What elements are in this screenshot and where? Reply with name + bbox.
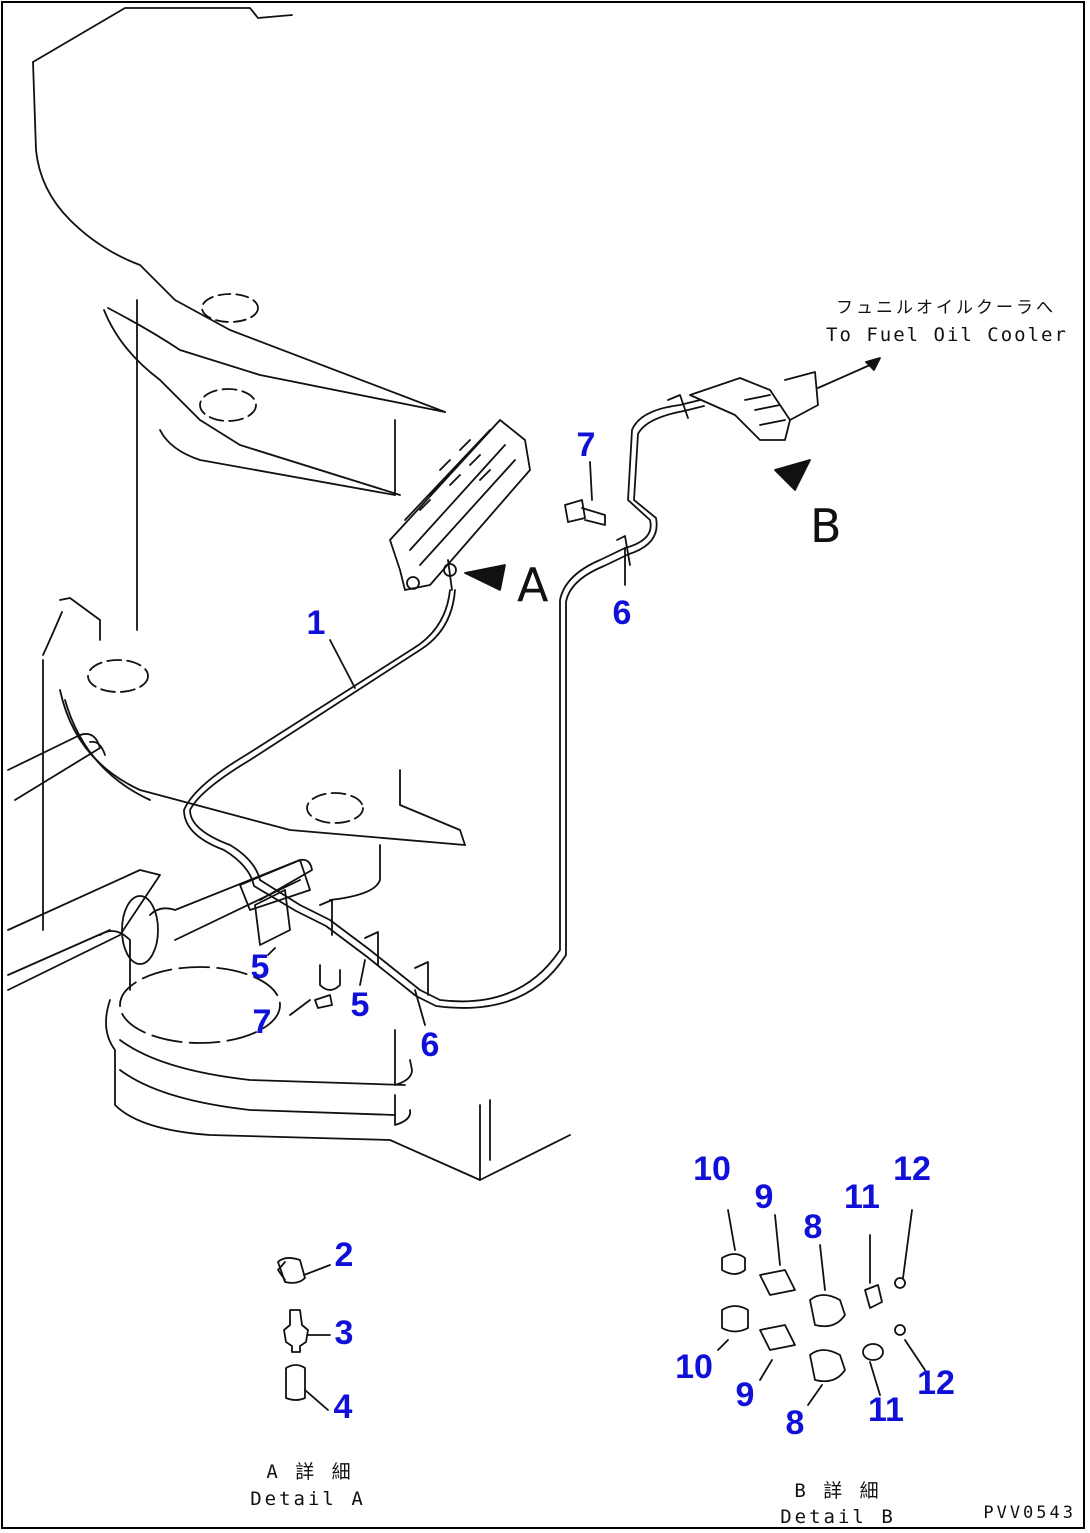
callout-10-bottom: 10 xyxy=(675,1348,713,1386)
callout-2: 2 xyxy=(334,1236,354,1274)
detail-a-caption-jp: A 詳 細 xyxy=(266,1461,354,1483)
detail-a-parts xyxy=(277,1257,331,1411)
callout-7-top: 7 xyxy=(576,426,596,464)
callout-11-top: 11 xyxy=(844,1178,880,1216)
callout-5-left: 5 xyxy=(250,948,270,986)
callout-9-bottom: 9 xyxy=(735,1376,755,1414)
machine-frame xyxy=(7,7,571,1181)
view-label-b: B xyxy=(810,499,842,553)
callout-8-bottom: 8 xyxy=(785,1404,805,1442)
bolt-7-top xyxy=(564,499,606,526)
drawing-number: PVV0543 xyxy=(983,1503,1076,1523)
callout-12-bottom: 12 xyxy=(917,1364,955,1402)
view-arrows xyxy=(464,459,811,591)
callout-10-top: 10 xyxy=(693,1150,731,1188)
callout-8-top: 8 xyxy=(803,1208,823,1246)
callout-6-top: 6 xyxy=(612,594,632,632)
hose-clamps xyxy=(254,394,689,996)
grease-hose-1 xyxy=(183,399,705,1009)
callout-9-top: 9 xyxy=(754,1178,774,1216)
view-label-a: A xyxy=(517,558,549,612)
callout-7-bottom: 7 xyxy=(252,1003,272,1041)
callout-12-top: 12 xyxy=(893,1150,931,1188)
callout-6-bottom: 6 xyxy=(420,1026,440,1064)
greasing-block-b xyxy=(689,357,881,441)
callout-4: 4 xyxy=(333,1388,353,1426)
detail-b-caption-en: Detail B xyxy=(780,1506,896,1528)
detail-a-caption-en: Detail A xyxy=(250,1488,366,1510)
callout-5-right: 5 xyxy=(350,986,370,1024)
callout-1: 1 xyxy=(306,604,326,642)
detail-b-caption-jp: B 詳 細 xyxy=(794,1480,882,1502)
callout-3: 3 xyxy=(334,1314,354,1352)
fuel-cooler-note-en: To Fuel Oil Cooler xyxy=(826,324,1068,346)
callout-11-bottom: 11 xyxy=(868,1391,904,1429)
greasing-block-a xyxy=(389,419,531,591)
leader-lines xyxy=(267,461,626,1026)
fuel-cooler-note-jp: フュニルオイルクーラへ xyxy=(836,298,1056,318)
detail-b-parts xyxy=(717,1209,926,1406)
